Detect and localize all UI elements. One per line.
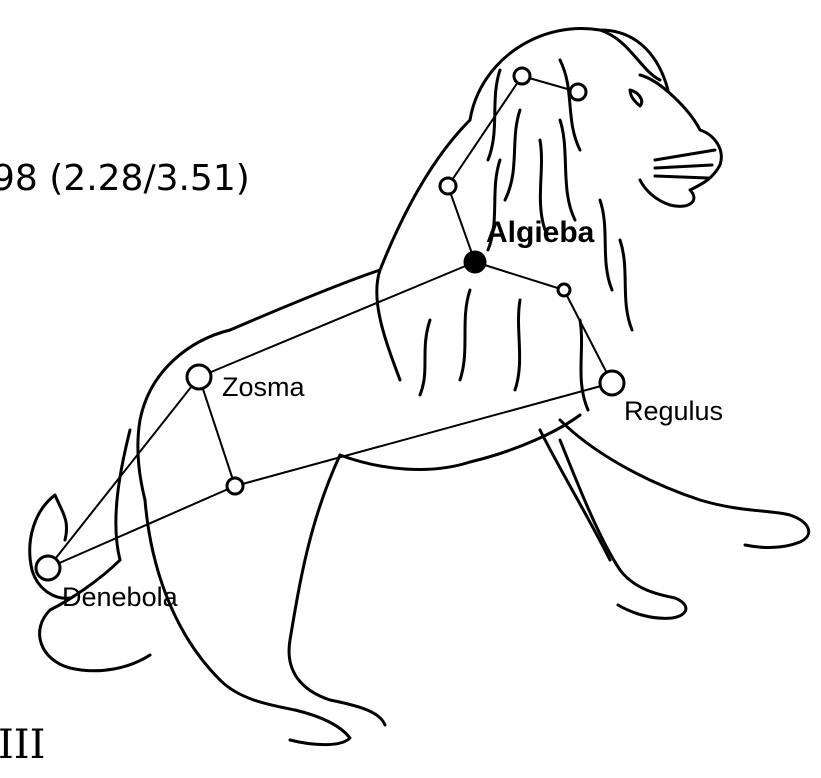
lion-belly	[338, 413, 582, 471]
roman-numeral: III	[0, 722, 46, 768]
rear-leg-back	[114, 428, 132, 562]
label-zosma: Zosma	[222, 372, 305, 402]
label-denebola: Denebola	[62, 582, 178, 612]
rear-leg	[143, 498, 352, 747]
lion-whiskers	[653, 148, 717, 180]
star-algieba	[463, 250, 487, 274]
star-hip	[225, 476, 245, 496]
front-leg-inner	[538, 428, 612, 562]
label-algieba: Algieba	[486, 216, 595, 249]
star-head-1	[512, 66, 532, 86]
star-mane	[438, 176, 458, 196]
front-leg-left	[558, 438, 688, 620]
mane-outline	[228, 27, 670, 382]
constellation-lines	[47, 75, 613, 569]
lion-eye	[628, 88, 644, 108]
cut-off-magnitude-text: 98 (2.28/3.51)	[0, 158, 250, 199]
front-leg-right	[558, 418, 811, 550]
star-zosma	[185, 363, 213, 391]
rear-leg-inner	[287, 453, 387, 727]
star-regulus	[598, 369, 626, 397]
star-head-2	[568, 82, 588, 102]
lion-tail	[28, 493, 152, 673]
label-regulus: Regulus	[624, 396, 724, 426]
lion-head	[638, 73, 723, 208]
star-chest	[556, 282, 572, 298]
lion-back	[136, 328, 232, 502]
mane-strands	[418, 58, 634, 412]
star-denebola	[34, 554, 62, 582]
